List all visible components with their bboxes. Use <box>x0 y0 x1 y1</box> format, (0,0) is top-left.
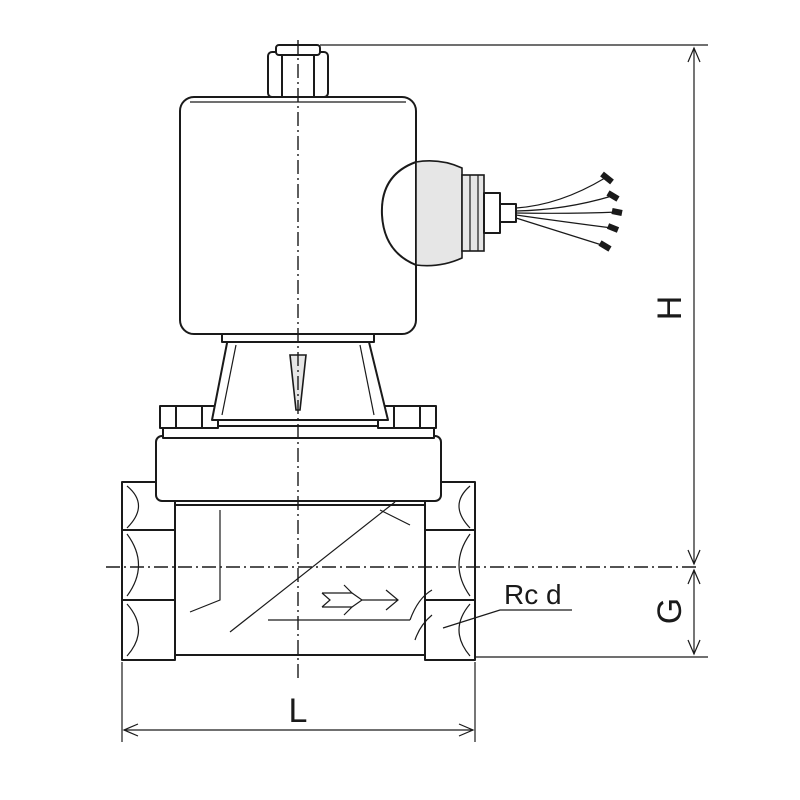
gap-label: G <box>651 598 689 624</box>
valve-neck <box>211 329 389 421</box>
valve-body <box>121 481 476 661</box>
lead-wires <box>515 171 623 252</box>
port-leader <box>442 609 572 629</box>
dimension-g <box>476 568 708 658</box>
height-label: H <box>651 296 689 321</box>
flow-arrow-icon <box>321 584 399 616</box>
length-label: L <box>289 692 308 730</box>
center-lines <box>106 40 700 680</box>
port-label: Rc d <box>504 579 562 610</box>
cable-gland <box>380 160 517 267</box>
dimension-l <box>121 662 476 742</box>
dimension-h <box>320 44 708 566</box>
